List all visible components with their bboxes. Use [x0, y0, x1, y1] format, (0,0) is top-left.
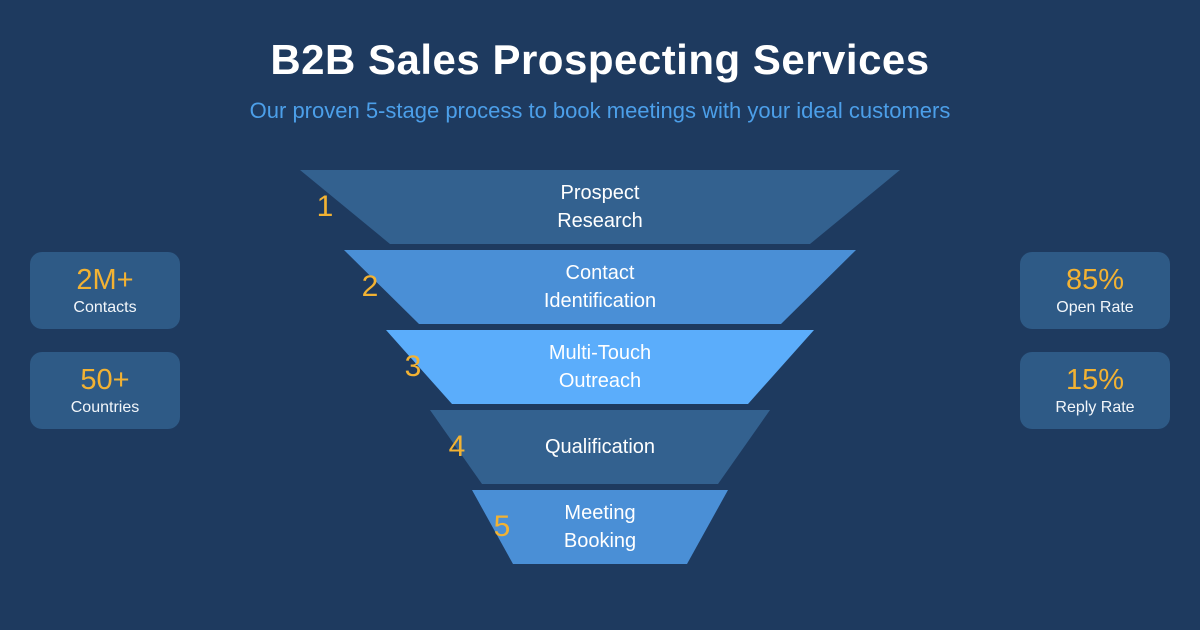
- stat-value: 50+: [80, 364, 130, 396]
- stat-card-open-rate: 85% Open Rate: [1020, 252, 1170, 329]
- stat-label: Open Rate: [1056, 299, 1134, 316]
- stage-number-2: 2: [361, 270, 379, 303]
- stage-label-line: Outreach: [558, 370, 642, 392]
- stat-card-contacts: 2M+ Contacts: [30, 252, 180, 329]
- funnel-stage-qualification: Qualification: [430, 410, 770, 484]
- stat-label: Contacts: [73, 299, 137, 316]
- stat-value: 15%: [1065, 364, 1125, 396]
- stage-label-line: Multi-Touch: [548, 342, 652, 364]
- stat-card-reply-rate: 15% Reply Rate: [1020, 352, 1170, 429]
- stat-card-countries: 50+ Countries: [30, 352, 180, 429]
- stage-label-line: Booking: [563, 530, 637, 552]
- funnel-stage-contact-identification: Contact Identification: [344, 250, 856, 324]
- stage-label-line: Meeting: [564, 502, 636, 524]
- funnel-stage-multi-touch-outreach: Multi-Touch Outreach: [386, 330, 814, 404]
- page-subtitle: Our proven 5-stage process to book meeti…: [249, 98, 951, 123]
- stat-label: Reply Rate: [1055, 399, 1135, 416]
- stage-label-line: Contact: [565, 262, 635, 284]
- funnel-stage-meeting-booking: Meeting Booking: [472, 490, 728, 564]
- stage-number-5: 5: [493, 510, 511, 543]
- stage-label-line: Prospect: [560, 182, 640, 204]
- stage-label-line: Qualification: [544, 436, 656, 458]
- stage-label-line: Identification: [543, 290, 657, 312]
- stat-value: 2M+: [76, 264, 134, 296]
- page-title: B2B Sales Prospecting Services: [270, 36, 930, 83]
- stat-label: Countries: [70, 399, 140, 416]
- stat-value: 85%: [1065, 264, 1125, 296]
- stage-number-3: 3: [404, 350, 422, 383]
- stage-label-line: Research: [557, 210, 643, 232]
- stage-number-1: 1: [316, 190, 334, 223]
- funnel-stage-prospect-research: Prospect Research: [300, 170, 900, 244]
- stage-number-4: 4: [448, 430, 466, 463]
